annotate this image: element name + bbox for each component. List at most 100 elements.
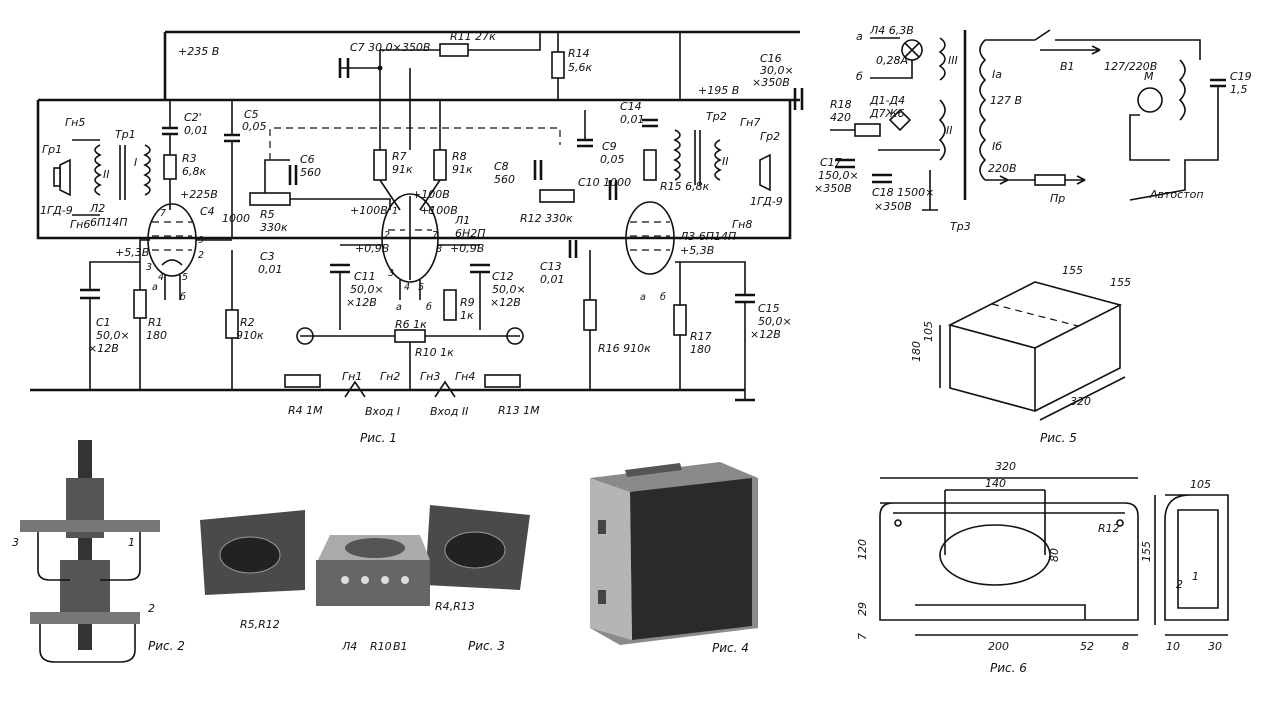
pin-7-l2: 7: [160, 208, 166, 219]
label-r7b: 91к: [392, 163, 413, 176]
pin-7-l1: 7: [432, 230, 438, 241]
left-speaker-grille: [219, 536, 281, 574]
box-lid-line: [991, 303, 1079, 327]
c14-capacitor: [642, 118, 658, 128]
label-100v-left: +100В: [350, 204, 388, 217]
label-terminal-b: б: [856, 70, 863, 83]
label-l3: Л3 6П14П: [679, 230, 736, 243]
fig6-panel-drawing: 320 140 120 155 80 R12 29 7 200 52 8 105…: [856, 460, 1229, 675]
pin-2-l2: 2: [198, 250, 204, 261]
label-input-1: Вход I: [365, 405, 400, 418]
label-100v-top: +100В: [412, 188, 450, 201]
r11-resistor: [439, 43, 469, 57]
pin-6-l1: 6: [428, 206, 434, 217]
c9-capacitor: [577, 138, 593, 148]
label-r4-r13: R4,R13: [435, 600, 475, 613]
fig2-caption: Рис. 2: [148, 639, 185, 653]
r5-wiper: [264, 159, 290, 193]
label-c9b: 0,05: [600, 153, 625, 166]
c18-capacitor: [872, 173, 892, 184]
label-r9b: 1к: [460, 309, 474, 322]
label-c19b: 1,5: [1230, 83, 1248, 96]
label-c3a: С3: [260, 250, 275, 263]
label-c17b: 150,0×: [818, 169, 859, 182]
label-100v-right: +100В: [420, 204, 458, 217]
label-mains: 127/220В: [1104, 60, 1157, 73]
power-supply-schematic: а б Л4 6,3В 0,28А III II R18 420 Д1-Д4 Д…: [814, 24, 1252, 233]
tube-l3: [625, 201, 675, 275]
c2-capacitor: [162, 126, 178, 136]
label-d1: Д1-Д4: [869, 94, 905, 107]
label-gn1: Гн1: [342, 370, 362, 383]
label-winding-ii: II: [946, 124, 953, 137]
lower-bushing: [60, 560, 110, 620]
label-gn2: Гн2: [380, 370, 400, 383]
box-front: [949, 325, 1036, 413]
case-side: [590, 478, 632, 640]
label-c8a: С8: [494, 160, 509, 173]
label-320: 320: [1070, 395, 1091, 408]
knob-2: [361, 576, 369, 584]
mains-arrow-bottom: [1065, 175, 1086, 185]
label-gn5: Гн5: [65, 116, 85, 129]
motor-winding: [1129, 114, 1170, 161]
c19-capacitor: [1210, 78, 1226, 88]
label-r15: R15 6,8к: [660, 180, 710, 193]
label-winding-iii: III: [948, 54, 958, 67]
panel-upper: [20, 520, 160, 532]
input-jack-2: [434, 380, 456, 398]
label-c13b: 0,01: [540, 273, 565, 286]
lamp-l4-cross: [904, 42, 920, 58]
c15-capacitor: [735, 293, 755, 304]
r17-resistor: [673, 304, 687, 336]
label-c4: С4: [200, 205, 215, 218]
l2-heater: [164, 275, 181, 300]
label-gd9b: 1ГД-9: [750, 195, 783, 208]
c13-capacitor: [568, 240, 578, 258]
pin-8-l1: 8: [436, 244, 442, 255]
label-195v: +195 В: [698, 84, 739, 97]
pin-4-l2: 4: [158, 272, 164, 283]
width-dimension-lines: [880, 477, 1138, 491]
label-c11b: 50,0×: [350, 283, 384, 296]
pin-9-l2: 9: [198, 235, 204, 246]
mount-hole-left: [894, 519, 902, 527]
box-side: [1034, 305, 1121, 412]
label-c3b: 0,01: [258, 263, 283, 276]
r5-potentiometer: [249, 192, 291, 206]
label-09v-right: +0,9В: [450, 242, 484, 255]
input-jack-1: [344, 380, 366, 398]
label-r10: R10: [370, 640, 392, 653]
label-c18a: С18 1500×: [872, 186, 934, 199]
fig4-caption: Рис. 4: [712, 641, 749, 655]
label-52: 52: [1080, 640, 1094, 653]
label-c12b: 50,0×: [492, 283, 526, 296]
label-c6b: 560: [300, 166, 321, 179]
c11-capacitor: [330, 263, 350, 274]
label-180: 180: [910, 341, 923, 362]
winding-iii: [938, 37, 946, 81]
label-c1a: С1: [96, 316, 111, 329]
fuse-pr: [1034, 174, 1066, 186]
knob-upper-outline: [37, 532, 70, 581]
label-r5a: R5: [260, 208, 275, 221]
c1-capacitor: [80, 288, 100, 300]
label-r4: R4 1М: [288, 404, 323, 417]
label-29: 29: [856, 602, 869, 616]
switch-b1: [985, 29, 1051, 41]
label-r3a: R3: [182, 152, 197, 165]
fig2-knob-section: 3 1 2 Рис. 2: [12, 440, 185, 663]
pin-b-l1: б: [426, 302, 432, 313]
label-c12a: С12: [492, 270, 514, 283]
label-c2b: 0,01: [184, 124, 209, 137]
r6-resistor: [394, 329, 426, 343]
label-c5a: С5: [244, 108, 259, 121]
label-gd9a: 1ГД-9: [40, 204, 73, 217]
c6-capacitor: [288, 165, 298, 185]
label-tr1-i: I: [134, 156, 137, 169]
pin-5-l1: 5: [418, 282, 424, 293]
label-side-30: 30: [1208, 640, 1222, 653]
label-r1a: R1: [148, 316, 163, 329]
label-r12: R12: [1098, 522, 1120, 535]
label-c12c: ×12В: [490, 296, 521, 309]
